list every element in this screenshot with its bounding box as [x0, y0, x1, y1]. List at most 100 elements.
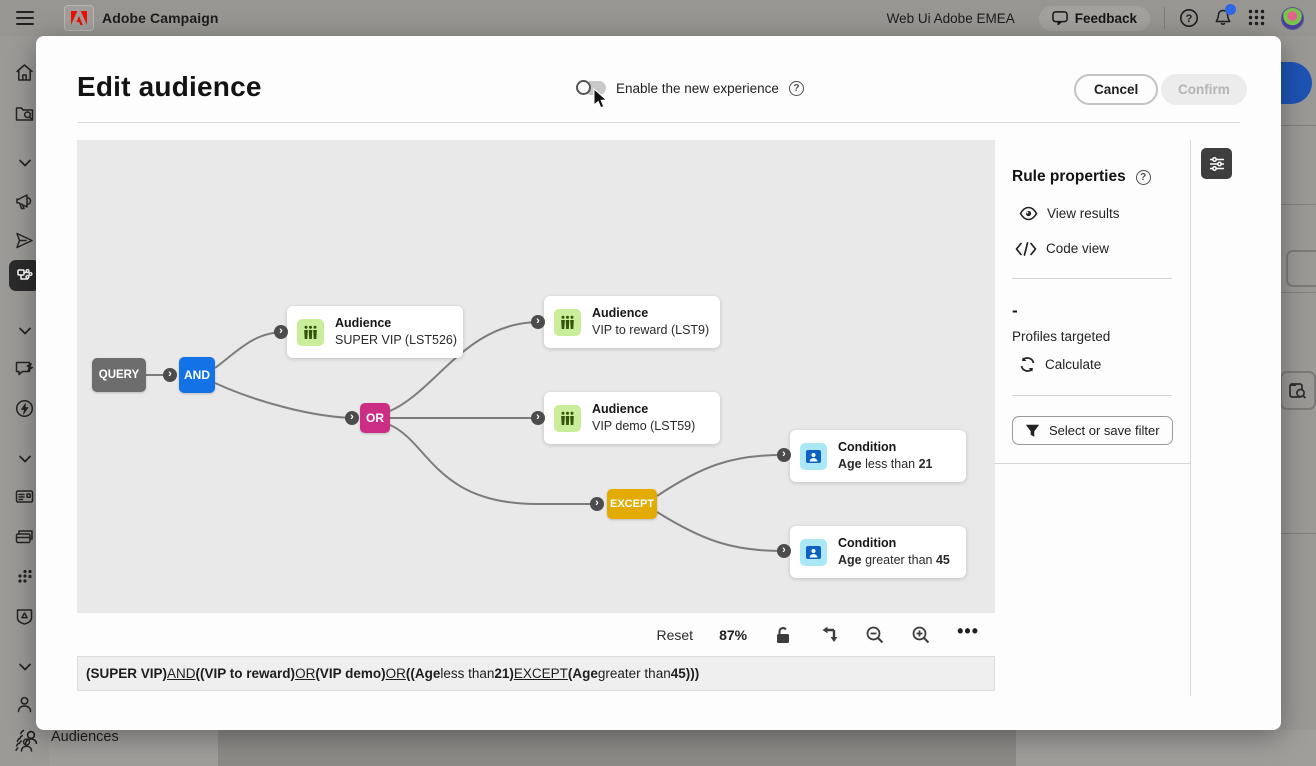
- sidebar-item-contact-card[interactable]: [9, 481, 40, 512]
- filter-button-label: Select or save filter: [1049, 423, 1160, 438]
- hamburger-menu-icon[interactable]: [16, 11, 34, 25]
- node-condition-card[interactable]: Condition Age greater than 45: [790, 526, 966, 578]
- sidebar-item-home[interactable]: [9, 57, 40, 88]
- help-icon[interactable]: ?: [1179, 8, 1199, 28]
- panel-settings-button[interactable]: [1201, 148, 1232, 179]
- formula-segment: 45))): [670, 666, 700, 681]
- cards-stack-icon: [14, 526, 35, 547]
- code-view-label: Code view: [1046, 241, 1110, 256]
- sidebar-item-megaphone[interactable]: [9, 186, 40, 217]
- adobe-logo-icon: [71, 11, 87, 25]
- chevron-down-icon: [17, 451, 33, 467]
- code-icon: [1015, 241, 1037, 256]
- sidebar-item-chevron-down[interactable]: [9, 147, 40, 178]
- node-label: OR: [366, 411, 384, 425]
- condition-icon: [800, 442, 827, 470]
- zoom-level: 87%: [719, 626, 748, 643]
- panel-help-icon[interactable]: ?: [1135, 169, 1151, 185]
- filter-icon: [1025, 424, 1040, 437]
- sidebar-item-org-chart[interactable]: [9, 260, 40, 291]
- top-bar: Adobe Campaign Web Ui Adobe EMEA Feedbac…: [0, 0, 1316, 36]
- cancel-button[interactable]: Cancel: [1074, 74, 1159, 105]
- rule-builder-canvas[interactable]: QUERY AND OR EXCEPT Audience SUPER VIP (LST…: [77, 140, 995, 613]
- feedback-label: Feedback: [1074, 10, 1137, 26]
- card-title: Condition: [838, 440, 897, 454]
- calculate-label: Calculate: [1045, 357, 1102, 372]
- rule-formula-bar: (SUPER VIP) AND ((VIP to reward) OR (VIP…: [77, 656, 995, 691]
- reset-button[interactable]: Reset: [656, 626, 694, 643]
- view-results-action[interactable]: View results: [1019, 206, 1190, 221]
- card-subtitle: Age less than 21: [838, 457, 933, 471]
- card-title: Audience: [335, 316, 392, 330]
- background-search-button: [1280, 371, 1316, 410]
- node-label: QUERY: [98, 369, 140, 381]
- node-query[interactable]: QUERY: [92, 358, 146, 392]
- chat-lightning-icon: [14, 358, 35, 379]
- chevron-down-icon: [17, 659, 33, 675]
- formula-segment: AND: [167, 666, 196, 681]
- node-or[interactable]: OR: [360, 403, 390, 433]
- zoom-out-icon[interactable]: [865, 625, 885, 645]
- node-audience-card[interactable]: Audience SUPER VIP (LST526): [287, 306, 463, 358]
- sidebar-item-shield-badge[interactable]: [9, 601, 40, 632]
- rule-properties-panel: Rule properties ? View results Code view…: [995, 140, 1190, 445]
- confirm-button: Confirm: [1161, 74, 1247, 105]
- view-results-label: View results: [1047, 206, 1120, 221]
- sidebar-item-chevron-down[interactable]: [9, 651, 40, 682]
- formula-segment: (Age: [567, 666, 598, 681]
- audience-icon: [297, 318, 324, 346]
- toggle-help-icon[interactable]: ?: [788, 80, 804, 96]
- select-or-save-filter-button[interactable]: Select or save filter: [1012, 416, 1173, 445]
- background-content-band: [218, 730, 1016, 766]
- edge-connector-icon: ›: [531, 315, 545, 329]
- feedback-button[interactable]: Feedback: [1038, 5, 1150, 31]
- sidebar-item-lightning-circle[interactable]: [9, 393, 40, 424]
- notification-dot: [1225, 4, 1236, 15]
- card-title: Condition: [838, 536, 897, 550]
- node-audience-card[interactable]: Audience VIP to reward (LST9): [544, 296, 720, 348]
- zoom-in-icon[interactable]: [911, 625, 931, 645]
- panel-divider: [995, 463, 1190, 464]
- node-audience-card[interactable]: Audience VIP demo (LST59): [544, 392, 720, 444]
- sidebar-item-chevron-down[interactable]: [9, 315, 40, 346]
- profiles-targeted-label: Profiles targeted: [1012, 329, 1111, 344]
- node-condition-card[interactable]: Condition Age less than 21: [790, 430, 966, 482]
- formula-segment: (SUPER VIP): [86, 666, 168, 681]
- node-and[interactable]: AND: [179, 357, 215, 393]
- edge-connector-icon: ›: [345, 411, 359, 425]
- formula-segment: greater than: [597, 666, 671, 681]
- sidebar-item-person[interactable]: [9, 689, 40, 720]
- edit-audience-modal: Edit audience Enable the new experience …: [36, 36, 1281, 730]
- audience-icon: [554, 308, 581, 336]
- new-experience-toggle[interactable]: [576, 80, 606, 96]
- background-input-outline: [1286, 250, 1316, 287]
- sidebar-item-cards-stack[interactable]: [9, 521, 40, 552]
- bell-icon[interactable]: [1213, 4, 1236, 28]
- sidebar-item-send[interactable]: [9, 225, 40, 256]
- node-except[interactable]: EXCEPT: [607, 489, 657, 519]
- megaphone-icon: [14, 191, 35, 212]
- formula-segment: ((Age: [405, 666, 441, 681]
- card-title: Audience: [592, 402, 649, 416]
- more-ellipsis-icon[interactable]: •••: [957, 620, 979, 641]
- calculate-action[interactable]: Calculate: [1019, 356, 1190, 373]
- panel-divider: [1012, 278, 1172, 279]
- background-divider: [1281, 204, 1316, 205]
- reroute-arrow-icon[interactable]: [819, 625, 839, 645]
- sidebar-item-chat-lightning[interactable]: [9, 353, 40, 384]
- canvas-toolbar: Reset 87% •••: [77, 613, 995, 656]
- formula-segment: less than: [440, 666, 495, 681]
- background-page-title: Audiences: [18, 727, 119, 747]
- sidebar-item-folder-search[interactable]: [9, 98, 40, 129]
- unlock-icon[interactable]: [773, 625, 793, 645]
- avatar[interactable]: [1281, 6, 1304, 30]
- sidebar-item-chevron-down[interactable]: [9, 443, 40, 474]
- modal-title: Edit audience: [77, 71, 262, 102]
- app-grid-icon[interactable]: [1247, 8, 1267, 28]
- sidebar-item-dots-cluster[interactable]: [9, 562, 40, 593]
- org-chart-icon: [14, 265, 35, 286]
- edge-connector-icon: ›: [590, 497, 604, 511]
- background-divider: [1281, 533, 1316, 534]
- node-label: EXCEPT: [609, 498, 654, 510]
- code-view-action[interactable]: Code view: [1015, 241, 1190, 256]
